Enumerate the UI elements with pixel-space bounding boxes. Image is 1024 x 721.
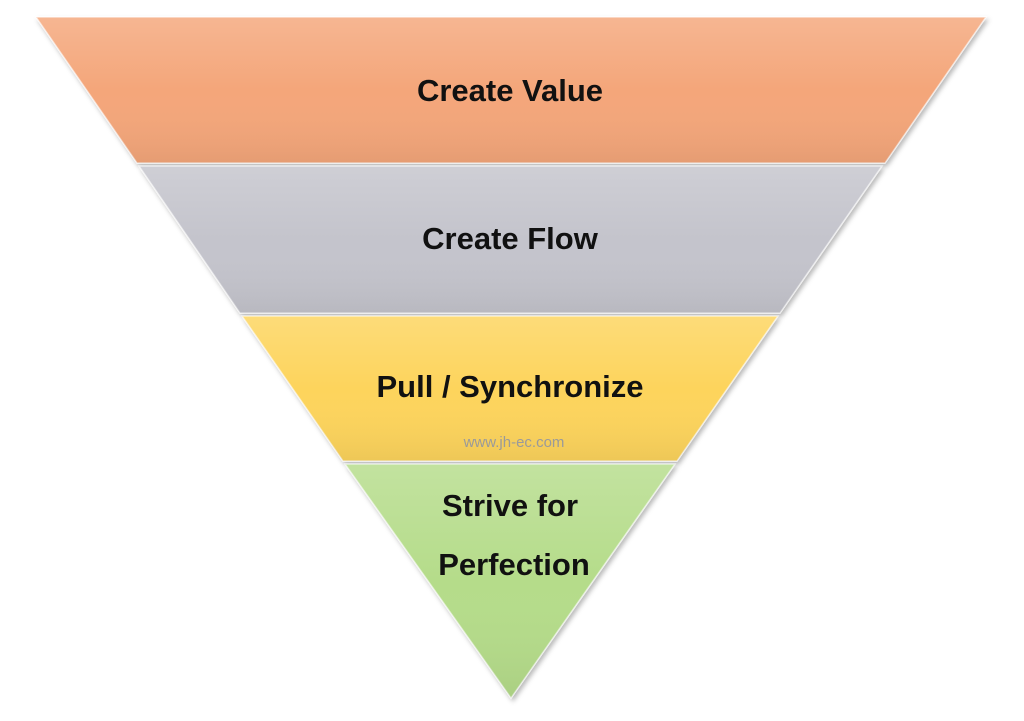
pyramid-level-strive-for-perfection: Strive for Perfection (343, 463, 677, 700)
level-label-perfection: Perfection (438, 547, 590, 582)
pyramid-level-pull-synchronize: Pull / Synchronize (240, 315, 780, 462)
level-label-create-value: Create Value (417, 73, 603, 108)
pyramid-level-create-flow: Create Flow (137, 165, 884, 314)
level-label-strive-for: Strive for (442, 488, 578, 523)
level-label-pull-synchronize: Pull / Synchronize (377, 369, 644, 404)
watermark-text: www.jh-ec.com (463, 434, 565, 451)
pyramid-level-create-value: Create Value (34, 16, 988, 164)
level-label-create-flow: Create Flow (422, 221, 599, 256)
